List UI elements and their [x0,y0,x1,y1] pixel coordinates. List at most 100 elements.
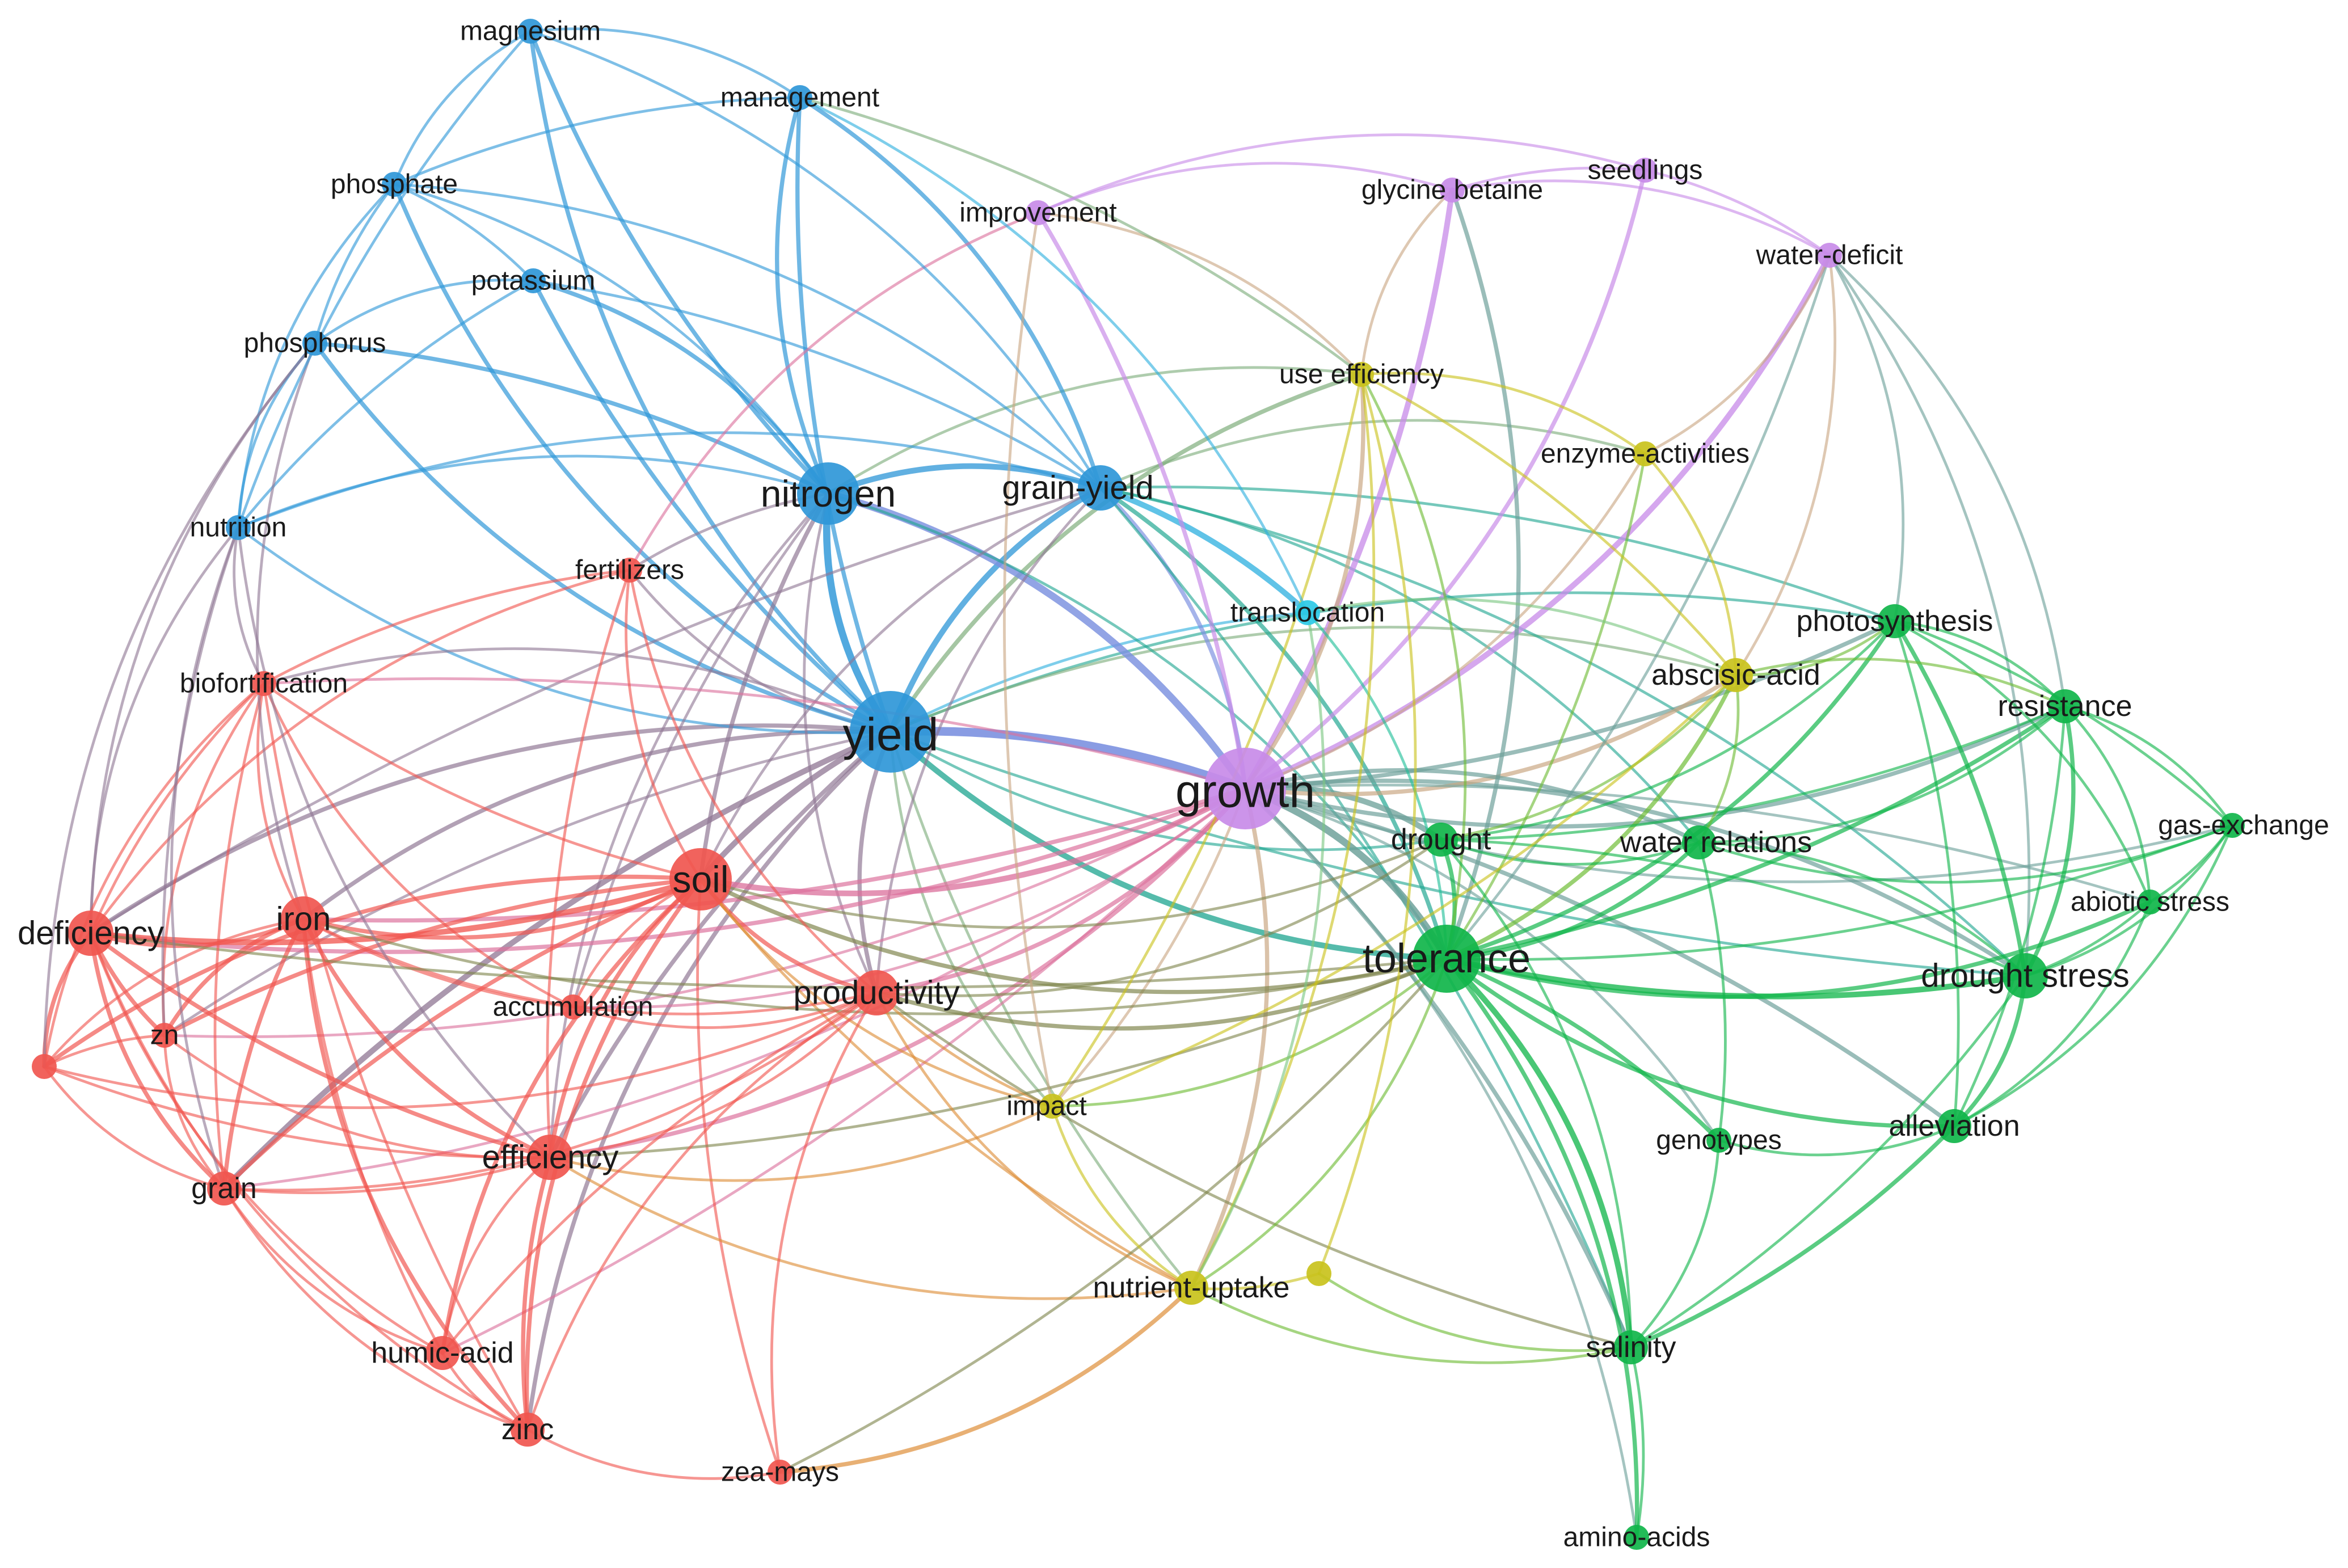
edge-resistance-alleviation [1953,705,2067,1128]
node-zinc[interactable] [511,1413,545,1447]
label-deficiency: deficiency [18,915,164,952]
node-unlabeled-yellow[interactable] [1306,1261,1331,1286]
edge-nitrogen-use-efficiency [827,366,1363,495]
edge-iron-humic-acid [302,917,444,1355]
edge-grain-efficiency [222,1156,552,1194]
edge-salinity-amino-acids [1629,1346,1645,1539]
label-photosynthesis: photosynthesis [1797,605,1993,638]
edge-nitrogen-efficiency [549,492,830,1159]
node-nutrition[interactable] [226,515,251,540]
edge-soil-zn [162,877,703,1038]
label-drought-stress: drought stress [1921,958,2130,994]
edge-yield-use-efficiency [888,372,1364,734]
edge-fertilizers-deficiency [89,568,631,935]
node-translocation[interactable] [1295,600,1320,625]
node-drought[interactable] [1424,823,1458,857]
node-water-relations[interactable] [1682,825,1716,859]
edge-soil-deficiency [88,876,703,946]
node-soil[interactable] [669,848,732,911]
edge-abscisic-acid-photosynthesis [1734,619,1896,677]
node-salinity[interactable] [1614,1330,1648,1364]
edge-soil-impact [699,878,1054,1108]
node-abscisic-acid[interactable] [1719,658,1753,692]
node-zea-mays[interactable] [768,1460,792,1485]
node-enzyme-activities[interactable] [1633,441,1658,466]
node-nitrogen[interactable] [797,462,859,525]
node-productivity[interactable] [854,970,899,1015]
edge-productivity-fertilizers [628,568,878,994]
node-phosphorus[interactable] [302,331,327,356]
edge-salinity-genotypes [1629,1139,1721,1349]
edge-grain-yield-potassium [532,279,1102,490]
edge-abscisic-acid-resistance [1734,657,2067,708]
node-gas-exchange[interactable] [2220,813,2245,838]
edge-nutrition-efficiency [237,526,552,1159]
node-abiotic-stress[interactable] [2138,890,2162,914]
label-improvement: improvement [959,198,1116,228]
edge-tolerance-water-deficit [1445,254,1831,960]
node-efficiency[interactable] [528,1135,573,1180]
edge-yield-efficiency [548,730,893,1160]
edge-yield-grain-yield [888,485,1103,735]
node-amino-acids[interactable] [1624,1525,1649,1550]
edge-impact-nutrient-uptake [1051,1105,1193,1289]
node-potassium[interactable] [521,268,546,293]
label-salinity: salinity [1586,1331,1676,1364]
node-humic-acid[interactable] [425,1336,460,1370]
node-yield[interactable] [850,691,931,773]
edge-soil-humic-acid [440,877,703,1355]
node-growth[interactable] [1204,748,1286,829]
edge-phosphorus-iron [256,342,317,921]
node-accumulation[interactable] [560,994,585,1019]
node-water-deficit[interactable] [1817,243,1842,268]
edge-iron-grain [222,917,306,1191]
node-magnesium[interactable] [518,19,543,44]
node-use-efficiency[interactable] [1349,362,1374,387]
label-productivity: productivity [793,975,959,1011]
edge-grain-yield-enzyme-activities [1099,419,1647,490]
node-grain-yield[interactable] [1078,465,1123,511]
node-deficiency[interactable] [68,911,113,956]
node-nutrient-uptake[interactable] [1174,1271,1208,1305]
edge-soil-nutrient-uptake [699,878,1193,1289]
node-biofortification[interactable] [251,671,276,696]
node-phosphate[interactable] [382,172,407,197]
node-unlabeled-red[interactable] [32,1054,57,1079]
node-improvement[interactable] [1026,200,1051,225]
node-seedlings[interactable] [1633,158,1658,183]
node-management[interactable] [787,85,812,110]
edge-growth-gas-exchange [1243,787,2234,883]
node-drought-stress[interactable] [2003,953,2048,998]
edge-soil-biofortification [262,682,702,881]
edge-productivity-nutrient-uptake [875,991,1193,1289]
edge-deficiency-zinc [89,931,529,1431]
edge-nitrogen-phosphorus [313,341,831,496]
node-alleviation[interactable] [1937,1109,1971,1143]
node-photosynthesis[interactable] [1878,604,1912,638]
node-genotypes[interactable] [1706,1128,1731,1153]
edge-drought-abscisic-acid [1439,673,1738,841]
node-iron[interactable] [281,896,326,942]
node-tolerance[interactable] [1413,925,1481,993]
edge-yield-biofortification [262,647,892,734]
node-glycine-betaine[interactable] [1440,178,1465,203]
edge-growth-enzyme-activities [1243,452,1647,790]
label-water-relations: water relations [1620,826,1812,859]
node-resistance[interactable] [2048,689,2082,723]
node-fertilizers[interactable] [617,558,642,583]
label-genotypes: genotypes [1656,1126,1782,1156]
label-amino-acids: amino-acids [1563,1523,1710,1553]
edge-soil-zea-mays [696,878,782,1474]
edge-nitrogen-soil [698,491,831,882]
node-impact[interactable] [1040,1094,1065,1119]
node-grain[interactable] [207,1171,241,1205]
edge-soil-drought [699,838,1443,929]
edge-phosphate-phosphorus [313,183,396,345]
edge-resistance-water-relations [1697,705,2067,844]
node-zn[interactable] [152,1023,177,1048]
edge-tolerance-impact [1051,957,1448,1108]
edge-drought-drought-stress [1439,838,2027,977]
edge-fertilizers-improvement [628,211,1040,572]
edge-drought-stress-water-deficit [1828,254,2031,977]
edge-photosynthesis-abiotic-stress [1893,619,2152,904]
